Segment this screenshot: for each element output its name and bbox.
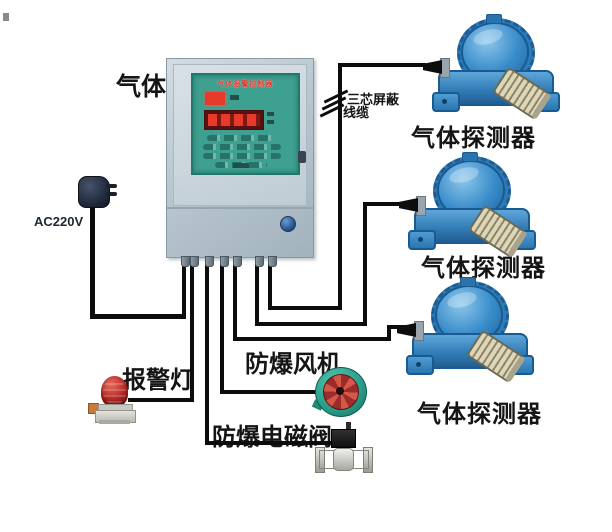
wire-valve-horizontal [205,441,333,445]
detector3-label: 气体探测器 [417,402,542,428]
beacon-base-step [99,420,130,424]
wire-alarm-horizontal [128,398,194,402]
valve-stem [346,422,351,431]
wire-detector1-drop [268,258,272,310]
door-latch [298,151,306,163]
plug-prong [106,184,117,188]
valve-label: 防爆电磁阀 [212,425,332,451]
detector2-label: 气体探测器 [421,256,546,282]
detector-mount-foot-left [408,230,436,250]
panel-knob [280,216,296,232]
concentration-led-display [204,110,264,130]
terminal-nipple [220,256,229,267]
plug-body [78,176,110,208]
wire-power-horizontal [90,314,186,319]
panel-seam [167,207,313,209]
cable-label-line1: 三芯屏蔽 [347,92,400,107]
detector-top-terminal [460,277,476,287]
gas-detector-1 [423,14,560,121]
controller-label: 气体报警控制器 [116,75,291,100]
valve-bonnet [333,448,354,471]
screen-title: 气体报警控制器 [217,80,274,88]
wire-detector2-entry [363,202,416,206]
wire-detector3-riser [387,325,391,341]
wire-valve-vertical [205,258,209,445]
cable-label-line2: 线缆 [343,105,370,120]
detector-mount-foot-left [432,92,460,112]
detector-mount-foot-left [406,355,434,375]
gas-alarm-controller: 气体报警控制器 [166,58,314,267]
wire-alarm-vertical [190,258,194,402]
screen-button-row [203,153,281,159]
terminal-nipple [181,256,190,267]
cable-gland [397,323,416,337]
cable-gland [423,60,442,74]
wire-fan-vertical [220,258,224,394]
wire-detector2-drop [255,258,259,326]
solenoid-valve [315,422,373,473]
wire-detector3-drop [233,258,237,341]
screen-button-row [203,144,281,150]
wire-power-plug-drop [90,203,95,318]
plug-prong [106,192,117,196]
wire-detector1-run [268,306,342,310]
terminal-nipple [233,256,242,267]
valve-coil [331,429,356,448]
wire-detector2-run [255,322,367,326]
screen-side-mark [267,120,274,124]
wire-detector3-run [233,337,391,341]
detector-top-terminal [462,152,478,162]
wire-detector1-riser [338,63,342,310]
valve-flange-left [315,447,325,473]
terminal-nipple [190,256,199,267]
detector1-label: 气体探测器 [411,126,536,152]
screen-button-row [207,135,275,141]
wire-detector2-riser [363,202,367,326]
screen-mini-label [230,95,239,100]
alarm-light-label: 报警灯 [122,368,194,394]
wire-fan-horizontal [220,390,320,394]
screen-side-mark [267,112,274,116]
explosion-proof-fan [311,367,367,417]
power-plug [76,172,120,210]
alarm-light [88,376,138,424]
screen-bottom-label [233,163,249,168]
gas-detector-3 [397,277,534,384]
power-label: AC220V [34,214,84,229]
detector-top-terminal [486,14,502,24]
terminal-nipple [268,256,277,267]
fan-hub [336,387,344,395]
terminal-nipple [205,256,214,267]
terminal-nipple [255,256,264,267]
beacon-dome [101,376,128,407]
gas-detector-2 [399,152,536,259]
controller-screen: 气体报警控制器 [191,73,300,175]
wire-detector1-entry [338,63,426,67]
cable-gland [399,198,418,212]
wire-power-riser [182,258,186,318]
image-artifact [3,13,9,21]
status-led-display [205,92,225,105]
